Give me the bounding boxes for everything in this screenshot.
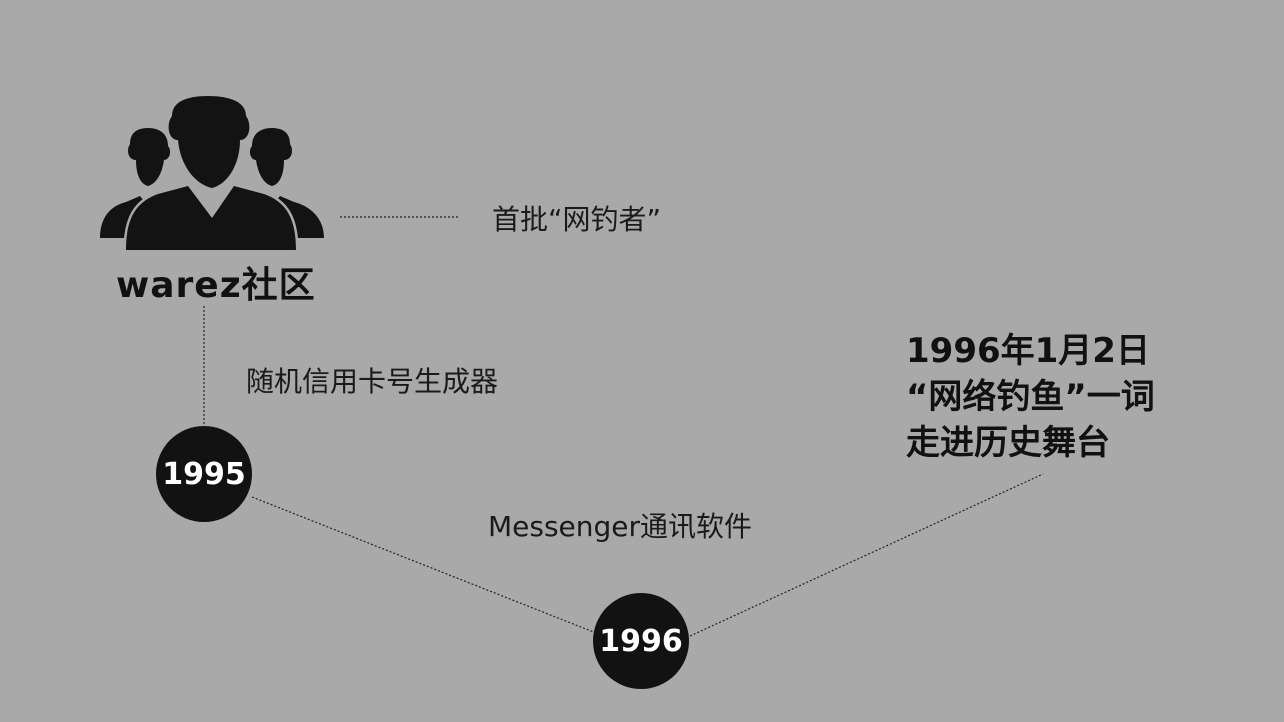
headline-line-2: “网络钓鱼”一词	[906, 377, 1155, 417]
connector-1995-to-1996	[251, 496, 597, 634]
messenger-label: Messenger通讯软件	[488, 510, 753, 543]
headline-line-3: 走进历史舞台	[906, 423, 1110, 463]
year-1995-node: 1995	[156, 426, 252, 522]
year-1996-node: 1996	[593, 593, 689, 689]
year-1996-label: 1996	[599, 623, 683, 659]
first-phishers-label: 首批“网钓者”	[492, 203, 662, 236]
headline-block: 1996年1月2日 “网络钓鱼”一词 走进历史舞台	[906, 328, 1155, 466]
community-title: warez社区	[116, 265, 316, 306]
card-generator-label: 随机信用卡号生成器	[246, 365, 499, 398]
headline-line-1: 1996年1月2日	[906, 331, 1150, 371]
year-1995-label: 1995	[162, 456, 246, 492]
people-group-icon	[100, 94, 324, 252]
connector-1996-to-headline	[689, 473, 1044, 637]
